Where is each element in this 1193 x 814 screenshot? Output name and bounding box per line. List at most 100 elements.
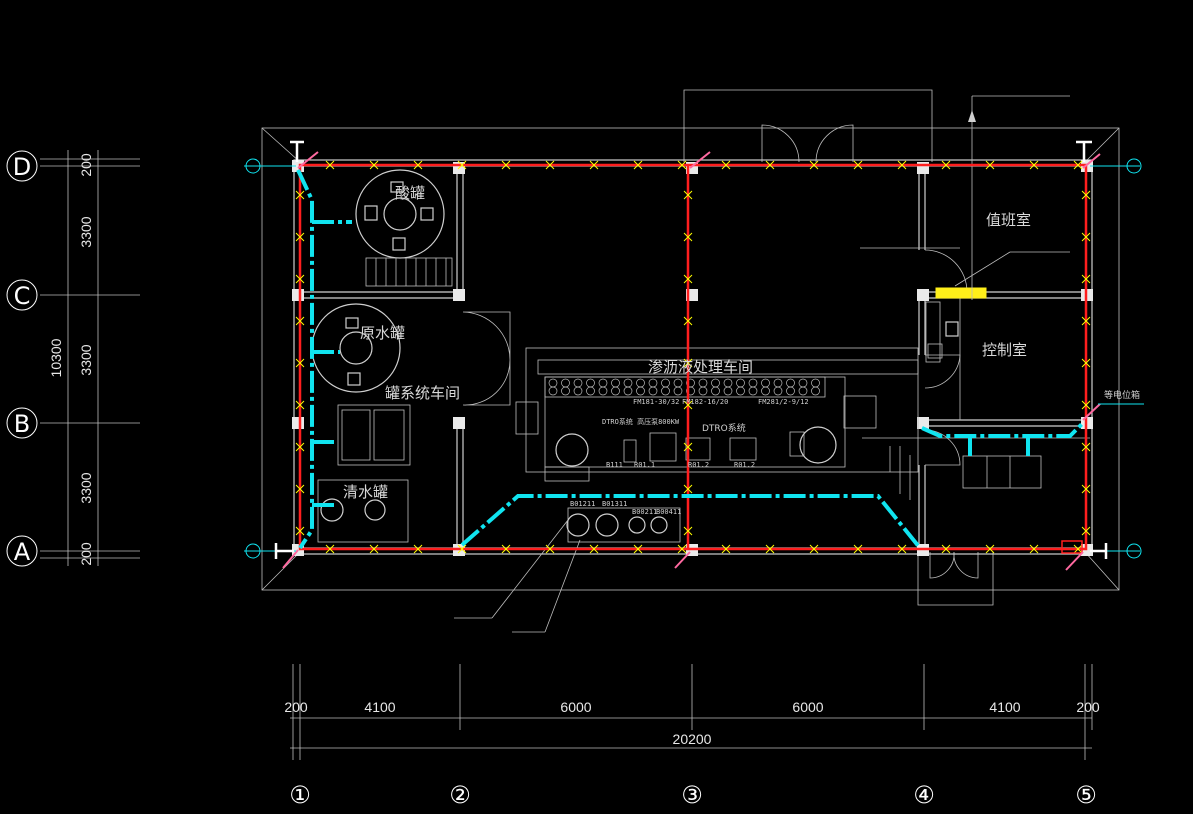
conductor-support-mark [683, 526, 693, 536]
membrane-tube [586, 386, 595, 396]
conductor-support-mark [295, 316, 305, 326]
conductor-support-mark [765, 160, 775, 170]
dim-left-2: 3300 [78, 344, 94, 375]
conductor-support-mark [985, 160, 995, 170]
conductor-support-mark [683, 400, 693, 410]
conductor-support-mark [413, 544, 423, 554]
membrane-tube [748, 378, 758, 388]
membrane-tube [736, 378, 745, 388]
membrane-tube [798, 378, 808, 388]
horizontal-axis-bubbles: D C B A [6, 150, 38, 567]
conductor-support-mark [295, 190, 305, 200]
membrane-tube [736, 386, 745, 396]
conductor-support-mark [853, 160, 863, 170]
conductor-support-mark [1081, 190, 1091, 200]
conductor-support-mark [1081, 316, 1091, 326]
conductor-support-mark [501, 160, 511, 170]
label-dtro-pump: DTRO系统 高压泵800KW [602, 417, 680, 426]
dim-left-0: 200 [78, 153, 94, 177]
dim-left-1: 3300 [78, 216, 94, 247]
conductor-support-mark [941, 544, 951, 554]
conductor-support-mark [295, 526, 305, 536]
leachate-equipment [454, 347, 919, 633]
membrane-tube [811, 378, 820, 388]
ground-test-points [244, 140, 1144, 571]
membrane-tube [648, 378, 658, 388]
label-control-room: 控制室 [982, 341, 1027, 359]
conductor-support-mark [683, 190, 693, 200]
membrane-tube [673, 378, 683, 388]
membrane-tube [548, 378, 558, 388]
conductor-support-mark [853, 544, 863, 554]
roof-outline [261, 127, 1120, 591]
membrane-tube [711, 378, 720, 388]
membrane-tube [611, 378, 620, 388]
membrane-tube [761, 386, 770, 396]
dim-bottom-4: 4100 [989, 699, 1020, 715]
membrane-tube [586, 378, 595, 388]
dim-bottom-0: 200 [284, 699, 308, 715]
conductor-support-mark [413, 160, 423, 170]
lightning-conductor-ring [295, 160, 1091, 554]
membrane-tube [661, 378, 670, 388]
conductor-support-mark [765, 544, 775, 554]
bottom-dimension-chain: 200 4100 6000 6000 4100 200 20200 [284, 664, 1100, 760]
membrane-tube [623, 378, 633, 388]
dim-left-4: 200 [78, 542, 94, 566]
membrane-tube [686, 386, 695, 396]
membrane-tube [723, 386, 733, 396]
conductor-support-mark [501, 544, 511, 554]
membrane-tube [598, 378, 608, 388]
axis-d: D [13, 153, 31, 181]
conductor-support-mark [677, 544, 687, 554]
membrane-tube [598, 386, 608, 396]
conductor-support-mark [1081, 442, 1091, 452]
label-raw-water-tank: 原水罐 [360, 324, 405, 342]
axis-a: A [14, 538, 31, 566]
dim-left-total: 10300 [48, 338, 64, 377]
dim-bottom-2: 6000 [560, 699, 591, 715]
membrane-tube [773, 386, 783, 396]
conductor-support-mark [1081, 232, 1091, 242]
conductor-support-mark [295, 400, 305, 410]
conductor-support-mark [809, 160, 819, 170]
conductor-support-mark [369, 544, 379, 554]
dim-left-3: 3300 [78, 472, 94, 503]
conductor-support-mark [683, 316, 693, 326]
conductor-support-mark [897, 544, 907, 554]
dim-bottom-total: 20200 [673, 731, 712, 747]
grounding-conductor [296, 169, 1086, 550]
membrane-tube [673, 386, 683, 396]
conductor-support-mark [369, 160, 379, 170]
membrane-tube [636, 386, 645, 396]
conductor-supports [295, 160, 1091, 554]
label-b111: B111 [606, 461, 623, 469]
acid-tank-equipment [355, 169, 453, 287]
label-b00411: B00411 [656, 508, 681, 516]
membrane-tube [611, 386, 620, 396]
membrane-tube [786, 386, 795, 396]
membrane-tube [811, 386, 820, 396]
membrane-tube [748, 386, 758, 396]
label-b01311: B01311 [602, 500, 627, 508]
conductor-support-mark [295, 442, 305, 452]
conductor-support-mark [295, 484, 305, 494]
conductor-support-mark [295, 232, 305, 242]
membrane-tubes [548, 378, 820, 396]
membrane-tube [698, 386, 708, 396]
membrane-tube [786, 378, 795, 388]
dim-bottom-1: 4100 [364, 699, 395, 715]
conductor-support-mark [1081, 274, 1091, 284]
membrane-tube [636, 378, 645, 388]
vertical-axis-labels: ① ② ③ ④ ⑤ [289, 781, 1097, 809]
conductor-support-mark [325, 160, 335, 170]
conductor-support-mark [683, 274, 693, 284]
label-acid-tank: 酸罐 [395, 184, 425, 202]
axis-c: C [14, 282, 31, 310]
membrane-tube [573, 378, 583, 388]
conductor-support-mark [295, 274, 305, 284]
left-dimension-chain: 200 3300 3300 3300 200 10300 [40, 150, 140, 566]
membrane-tube [561, 378, 570, 388]
conductor-support-mark [545, 544, 555, 554]
